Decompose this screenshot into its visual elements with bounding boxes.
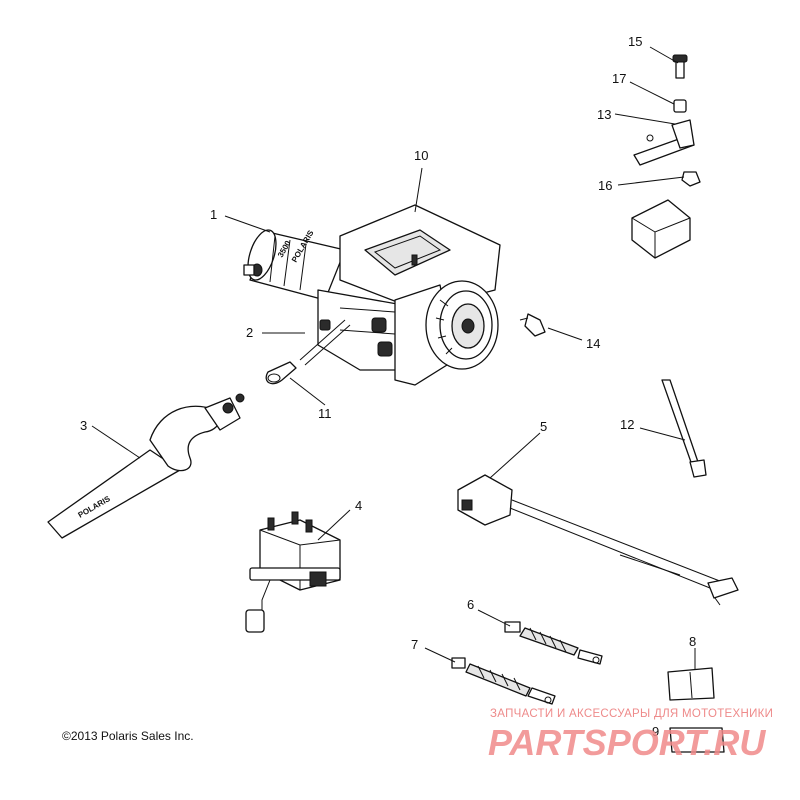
callout-14: 14 [586,336,600,351]
contactor [245,511,341,633]
callout-15: 15 [628,34,642,49]
watermark-logo: PARTSPORT.RU [488,722,766,763]
boot-8 [667,667,715,701]
callout-4: 4 [355,498,362,513]
callout-8: 8 [689,634,696,649]
callout-12: 12 [620,417,634,432]
winch-assembly: 3500 POLARIS [243,204,501,386]
bracket-kit [631,54,701,259]
callout-2: 2 [246,325,253,340]
callout-7: 7 [411,637,418,652]
callout-17: 17 [612,71,626,86]
callout-11: 11 [318,406,332,421]
callout-5: 5 [540,419,547,434]
leader-lines [91,46,696,670]
callout-6: 6 [467,597,474,612]
callouts: 1 2 3 4 5 6 7 8 9 10 11 12 13 14 15 16 1… [80,34,696,739]
watermark: ЗАПЧАСТИ И АКСЕССУАРЫ ДЛЯ МОТОТЕХНИКИ PA… [488,708,773,763]
harness [457,474,739,606]
callout-9: 9 [652,724,659,739]
callout-10: 10 [414,148,428,163]
boot-9 [669,727,725,753]
callout-1: 1 [210,207,217,222]
watermark-tagline: ЗАПЧАСТИ И АКСЕССУАРЫ ДЛЯ МОТОТЕХНИКИ [490,708,773,720]
cable-6 [504,621,603,665]
callout-13: 13 [597,107,611,122]
callout-3: 3 [80,418,87,433]
cable-7 [451,657,556,705]
bolt-12 [661,379,707,478]
bolt-14 [519,313,546,337]
strap-hook: POLARIS [47,393,245,539]
copyright-text: ©2013 Polaris Sales Inc. [62,729,194,743]
callout-16: 16 [598,178,612,193]
